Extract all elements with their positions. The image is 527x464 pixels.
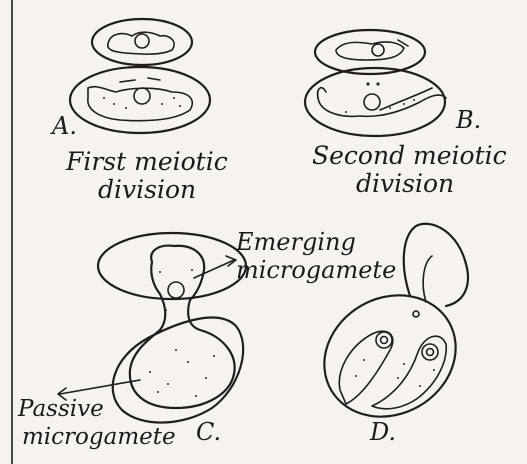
panel-d-letter: D. xyxy=(369,418,396,446)
panel-a-letter: A. xyxy=(50,112,77,140)
panel-c-drawing xyxy=(58,233,246,423)
label-passive-line1: Passive xyxy=(17,396,104,422)
panel-b-letter: B. xyxy=(455,106,481,134)
panel-b-caption-line2: division xyxy=(356,169,454,198)
panel-c-letter: C. xyxy=(196,418,221,446)
label-emerging-line2: microgamete xyxy=(236,256,396,284)
label-emerging-line1: Emerging xyxy=(235,228,356,256)
panel-a-caption-line2: division xyxy=(98,175,196,204)
label-passive-line2: microgamete xyxy=(22,424,176,450)
panel-b-caption-line1: Second meiotic xyxy=(312,141,507,170)
panel-a-drawing xyxy=(70,19,210,133)
panel-a-caption-line1: First meiotic xyxy=(65,147,228,176)
panel-b-drawing xyxy=(305,30,446,136)
